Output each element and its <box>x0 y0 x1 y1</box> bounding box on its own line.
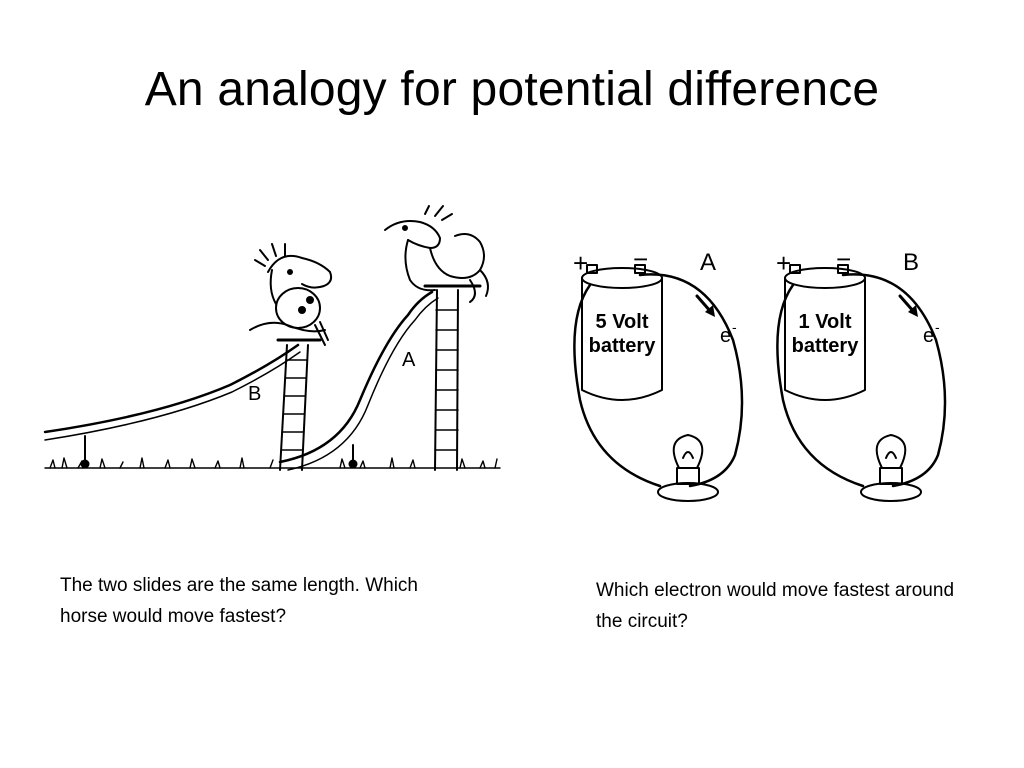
horse-a-drawing <box>384 205 489 303</box>
slide-b <box>43 338 322 471</box>
circuit-b-diagram: + − B 1 Volt battery e - <box>776 244 947 502</box>
minus-sign-b: − <box>836 244 851 274</box>
battery-label-a-line2: battery <box>589 335 657 357</box>
slide-a-label: A <box>402 349 416 371</box>
bulb-b <box>860 434 922 502</box>
electron-label-b: e <box>923 325 934 347</box>
horse-slides-illustration: B A <box>43 205 501 471</box>
slide-a <box>278 284 482 471</box>
circuit-letter-a: A <box>700 249 716 276</box>
plus-sign-b: + <box>776 248 791 278</box>
circuit-letter-b: B <box>903 249 919 276</box>
battery-b <box>784 264 866 401</box>
horse-b-drawing <box>249 243 333 346</box>
slide-b-label: B <box>248 383 261 405</box>
battery-label-b-line2: battery <box>792 335 860 357</box>
battery-a <box>581 264 663 401</box>
battery-label-a-line1: 5 Volt <box>596 311 649 333</box>
circuit-a-diagram: + − A 5 Volt battery e - <box>573 244 744 502</box>
slide-title: An analogy for potential difference <box>144 63 880 116</box>
minus-sign-a: − <box>633 244 648 274</box>
electron-arrow-head-a <box>705 305 715 317</box>
caption-electrons: Which electron would move fastest around… <box>596 580 955 632</box>
electron-arrow-head-b <box>908 305 918 317</box>
electron-label-a: e <box>720 325 731 347</box>
battery-label-b-line1: 1 Volt <box>799 311 852 333</box>
grass <box>44 457 501 469</box>
electron-charge-a: - <box>732 319 737 335</box>
electron-charge-b: - <box>935 319 940 335</box>
caption-horses: The two slides are the same length. Whic… <box>60 575 419 627</box>
bulb-a <box>657 434 719 502</box>
plus-sign-a: + <box>573 248 588 278</box>
